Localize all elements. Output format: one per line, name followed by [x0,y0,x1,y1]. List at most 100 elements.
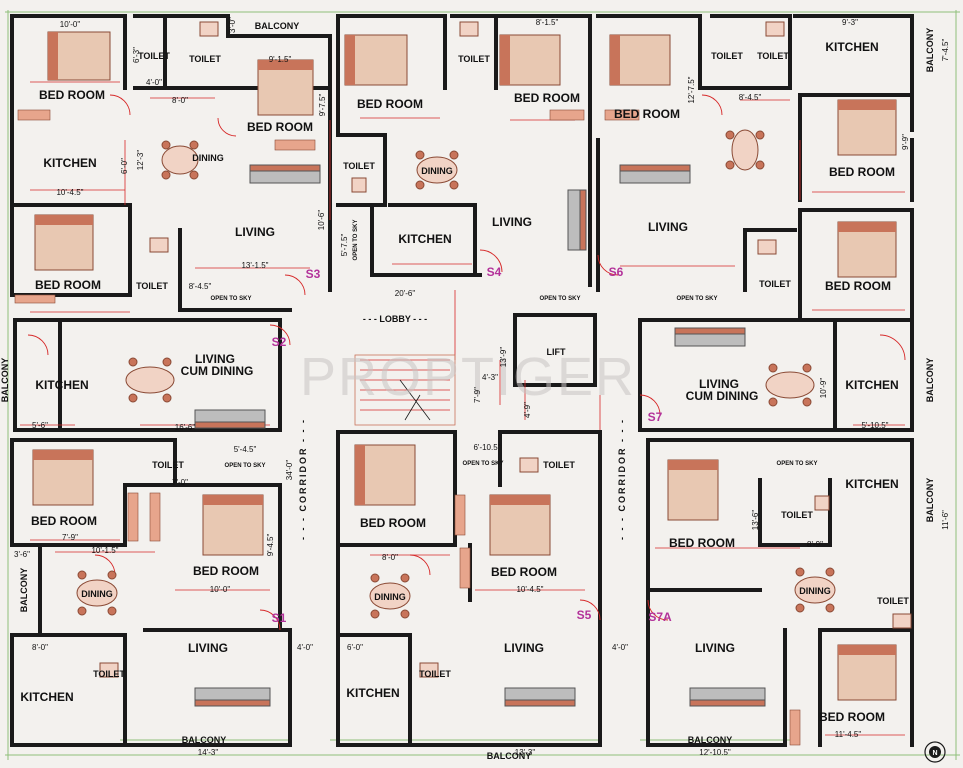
dining-label: DINING [374,592,406,602]
dim-text: 8'-4.5" [189,282,212,291]
bed-room-label: BED ROOM [193,564,259,578]
open-to-sky-label: OPEN TO SKY [225,463,266,469]
toilet-label: TOILET [711,51,743,61]
bed-s7a [667,459,719,521]
dining-table-s3 [161,140,199,180]
dim-text: 14'-3" [198,748,219,757]
living-cum-dining-label-1: LIVING [699,377,739,391]
toilet-label: TOILET [458,54,490,64]
dim-text: 4'-0" [146,78,162,87]
balcony-label: BALCONY [255,21,300,31]
sofa-s1 [194,687,271,707]
unit-tag-s2: S2 [272,335,287,349]
balcony-label: BALCONY [19,568,29,613]
toilet-label: TOILET [152,460,184,470]
dining-table-s1 [76,570,118,616]
bed-room-label: BED ROOM [825,279,891,293]
kitchen-label: KITCHEN [398,232,451,246]
dimension-texts: 10'-0" 6'-3" 4'-0" 3'-0" 9'-1.5" 8'-0" 9… [14,17,950,757]
dining-table-s7 [765,363,815,407]
living-label: LIVING [492,215,532,229]
dim-text: 8'-1.5" [536,18,559,27]
dim-text: 10'-9" [819,378,828,399]
bed-room-label: BED ROOM [35,278,101,292]
bed-room-label: BED ROOM [669,536,735,550]
unit-tags: S1 S2 S3 S4 S5 S6 S7 S7A [272,265,672,625]
toilet-label: TOILET [877,596,909,606]
balcony-label: BALCONY [0,358,10,403]
dim-text: 10'-4.5" [56,188,83,197]
lobby-label: - - - LOBBY - - - [363,314,427,324]
dim-text: 13'-9" [499,347,508,368]
dining-label: DINING [192,153,224,163]
dim-text: 10'-1.5" [91,546,118,555]
toilet-label: TOILET [759,279,791,289]
dim-text: 13'-1.5" [241,261,268,270]
living-label: LIVING [695,641,735,655]
bed-room-label: BED ROOM [829,165,895,179]
balcony-label: BALCONY [487,751,532,761]
unit-tag-s6: S6 [609,265,624,279]
bed-s4a [344,34,408,86]
dim-text: 12'-10.5" [699,748,731,757]
dim-text: 8'-0" [32,643,48,652]
unit-tag-s1: S1 [272,611,287,625]
dim-text: 12'-3" [136,150,145,171]
dim-text: 7'-4.5" [941,39,950,62]
dim-text: 10'-0" [210,585,231,594]
walls [10,14,914,747]
dining-table-s4 [415,150,459,190]
toilet-label: TOILET [757,51,789,61]
kitchen-label: KITCHEN [845,378,898,392]
sofa-s7 [674,327,746,347]
toilet-label: TOILET [781,510,813,520]
kitchen-label: KITCHEN [35,378,88,392]
dim-text: 12'-7.5" [687,76,696,103]
corridor-right-label: - - - CORRIDOR - - - [617,418,627,540]
sofa-s6 [619,164,691,184]
living-label: LIVING [188,641,228,655]
dim-text: 11'-6" [941,510,950,530]
toilet-label: TOILET [189,54,221,64]
open-to-sky-label: OPEN TO SKY [677,296,718,302]
balcony-label: BALCONY [688,735,733,745]
dining-table-s5 [369,573,411,619]
dim-text: 7'-9" [473,387,482,403]
dim-text: 20'-6" [395,289,416,298]
dim-text: 4'-3" [482,373,498,382]
open-to-sky-label: OPEN TO SKY [777,461,818,467]
toilet-label: TOILET [543,460,575,470]
bed-s5b [489,494,551,556]
unit-tag-s7: S7 [648,410,663,424]
dim-text: 5'-4.5" [234,445,257,454]
dim-text: 9'-1.5" [269,55,292,64]
bed-s4b [499,34,561,86]
kitchen-label: KITCHEN [845,477,898,491]
unit-tag-s5: S5 [577,608,592,622]
unit-tag-s7a: S7A [648,610,672,624]
balcony-label: BALCONY [925,478,935,523]
toilet-fixtures [99,21,912,678]
dining-table-s2 [125,357,175,403]
bed-s6c [837,221,897,278]
stair-core [354,354,456,426]
unit-tag-s4: S4 [487,265,502,279]
toilet-label: TOILET [419,669,451,679]
dim-text: 8'-0" [382,553,398,562]
dim-text: 13'-6" [751,510,760,531]
corridor-left-label: - - - CORRIDOR - - - [298,418,308,540]
bed-room-label: BED ROOM [357,97,423,111]
bed-room-label: BED ROOM [360,516,426,530]
dim-text: 10'-4.5" [516,585,543,594]
dim-text: 9'-7.5" [318,94,327,117]
dim-text: 10'-6" [317,210,326,231]
dim-text: 5'-6" [32,421,48,430]
bed-room-label: BED ROOM [819,710,885,724]
lift-label: LIFT [547,347,566,357]
living-label: LIVING [235,225,275,239]
dim-text: 3'-6" [14,550,30,559]
dim-text: 4'-9" [523,402,532,418]
site-lines [5,10,960,760]
bed-s1a [32,449,94,506]
dining-label: DINING [799,586,831,596]
